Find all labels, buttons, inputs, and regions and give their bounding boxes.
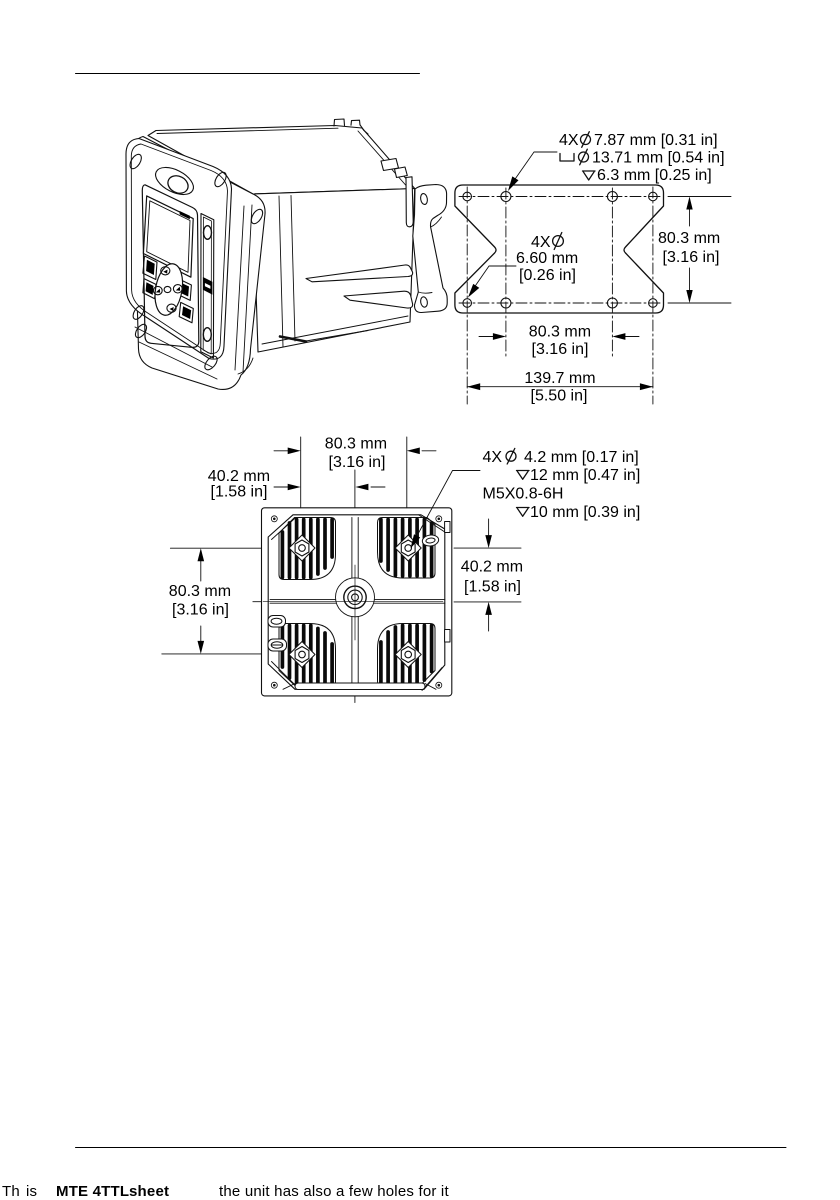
svg-text:4X: 4X — [559, 132, 579, 149]
svg-text:4X: 4X — [531, 234, 551, 251]
svg-text:80.3 mm: 80.3 mm — [325, 436, 387, 453]
svg-text:40.2 mm: 40.2 mm — [461, 559, 523, 576]
svg-text:7.87 mm [0.31 in]: 7.87 mm [0.31 in] — [594, 132, 718, 149]
svg-text:[5.50 in]: [5.50 in] — [531, 388, 588, 405]
svg-text:[3.16 in]: [3.16 in] — [532, 341, 589, 358]
svg-text:12 mm [0.47 in]: 12 mm [0.47 in] — [530, 467, 640, 484]
svg-text:6.3 mm [0.25 in]: 6.3 mm [0.25 in] — [597, 167, 712, 184]
svg-text:139.7 mm: 139.7 mm — [524, 370, 595, 387]
svg-text:40.2 mm: 40.2 mm — [208, 468, 270, 485]
svg-text:80.3 mm: 80.3 mm — [529, 324, 591, 341]
svg-text:M5X0.8-6H: M5X0.8-6H — [483, 486, 564, 503]
svg-text:4.2 mm [0.17 in]: 4.2 mm [0.17 in] — [524, 449, 639, 466]
svg-text:[1.58 in]: [1.58 in] — [464, 579, 521, 596]
svg-text:13.71 mm [0.54 in]: 13.71 mm [0.54 in] — [592, 150, 725, 167]
svg-text:[3.16 in]: [3.16 in] — [172, 602, 229, 619]
svg-text:4X: 4X — [483, 449, 503, 466]
svg-text:[3.16 in]: [3.16 in] — [329, 454, 386, 471]
svg-text:6.60 mm: 6.60 mm — [516, 250, 578, 267]
svg-text:[3.16 in]: [3.16 in] — [663, 249, 720, 266]
svg-text:80.3 mm: 80.3 mm — [658, 230, 720, 247]
svg-text:[0.26 in]: [0.26 in] — [519, 267, 576, 284]
svg-text:80.3 mm: 80.3 mm — [169, 583, 231, 600]
svg-text:10 mm [0.39 in]: 10 mm [0.39 in] — [530, 504, 640, 521]
svg-text:[1.58 in]: [1.58 in] — [211, 484, 268, 501]
